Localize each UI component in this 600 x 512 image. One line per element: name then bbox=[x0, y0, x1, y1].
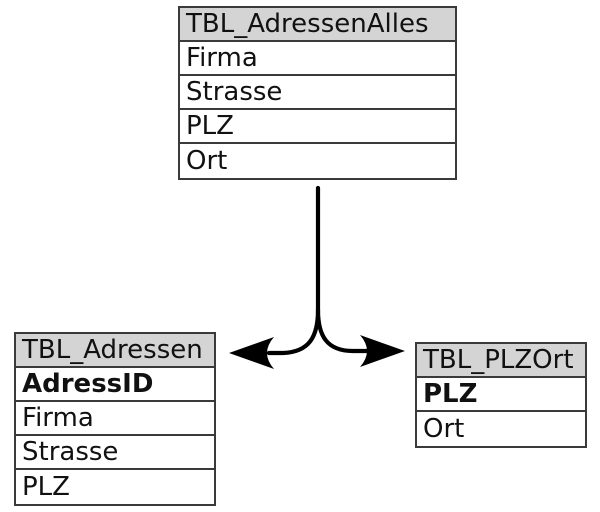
table-row: Firma bbox=[180, 42, 455, 76]
table-title: TBL_AdressenAlles bbox=[186, 9, 429, 39]
arrowhead-right-icon bbox=[360, 335, 405, 367]
table-tbl-adressenalles: TBL_AdressenAlles Firma Strasse PLZ Ort bbox=[178, 6, 457, 180]
table-row: Firma bbox=[16, 402, 214, 436]
field-label: Ort bbox=[423, 414, 465, 444]
table-row-primary-key: AdressID bbox=[16, 368, 214, 402]
arrow-right-branch bbox=[315, 307, 370, 354]
table-row: Ort bbox=[180, 144, 455, 178]
table-row-primary-key: PLZ bbox=[417, 378, 585, 412]
table-title: TBL_PLZOrt bbox=[423, 345, 574, 375]
table-header: TBL_Adressen bbox=[16, 334, 214, 368]
table-row: Strasse bbox=[180, 76, 455, 110]
arrowhead-left-icon bbox=[229, 337, 274, 369]
table-row: PLZ bbox=[180, 110, 455, 144]
table-tbl-plzort: TBL_PLZOrt PLZ Ort bbox=[415, 342, 587, 448]
table-row: Strasse bbox=[16, 436, 214, 470]
field-label: Firma bbox=[22, 403, 94, 433]
arrow-stem-left-branch bbox=[266, 185, 321, 356]
table-header: TBL_AdressenAlles bbox=[180, 8, 455, 42]
field-label: PLZ bbox=[22, 472, 70, 502]
field-label: PLZ bbox=[186, 111, 234, 141]
field-label: Firma bbox=[186, 43, 258, 73]
table-row: Ort bbox=[417, 412, 585, 446]
field-label: PLZ bbox=[423, 379, 478, 409]
table-tbl-adressen: TBL_Adressen AdressID Firma Strasse PLZ bbox=[14, 332, 216, 506]
table-title: TBL_Adressen bbox=[22, 335, 203, 365]
table-header: TBL_PLZOrt bbox=[417, 344, 585, 378]
field-label: Strasse bbox=[186, 77, 283, 107]
field-label: AdressID bbox=[22, 369, 154, 399]
field-label: Ort bbox=[186, 146, 228, 176]
table-row: PLZ bbox=[16, 470, 214, 504]
field-label: Strasse bbox=[22, 437, 119, 467]
